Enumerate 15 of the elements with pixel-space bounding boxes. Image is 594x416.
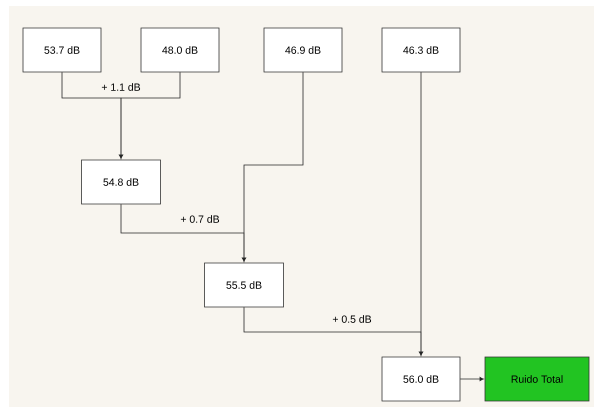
edge-label: + 0.7 dB: [179, 214, 221, 224]
value-box: 55.5 dB: [204, 262, 284, 308]
connector-arrow: [242, 72, 304, 262]
value-box: 54.8 dB: [81, 160, 161, 204]
connector-arrow: [460, 376, 484, 382]
value-box: 56.0 dB: [382, 356, 460, 402]
value-box: 48.0 dB: [140, 28, 220, 72]
edge-label: + 1.1 dB: [100, 82, 142, 92]
edge-label: + 0.5 dB: [331, 314, 373, 324]
value-box: 46.9 dB: [264, 28, 342, 72]
value-box: 53.7 dB: [22, 28, 102, 72]
connector-arrow: [118, 72, 180, 159]
value-box: 46.3 dB: [382, 28, 460, 72]
total-box: Ruido Total: [484, 356, 590, 402]
connector-arrow: [418, 72, 424, 356]
